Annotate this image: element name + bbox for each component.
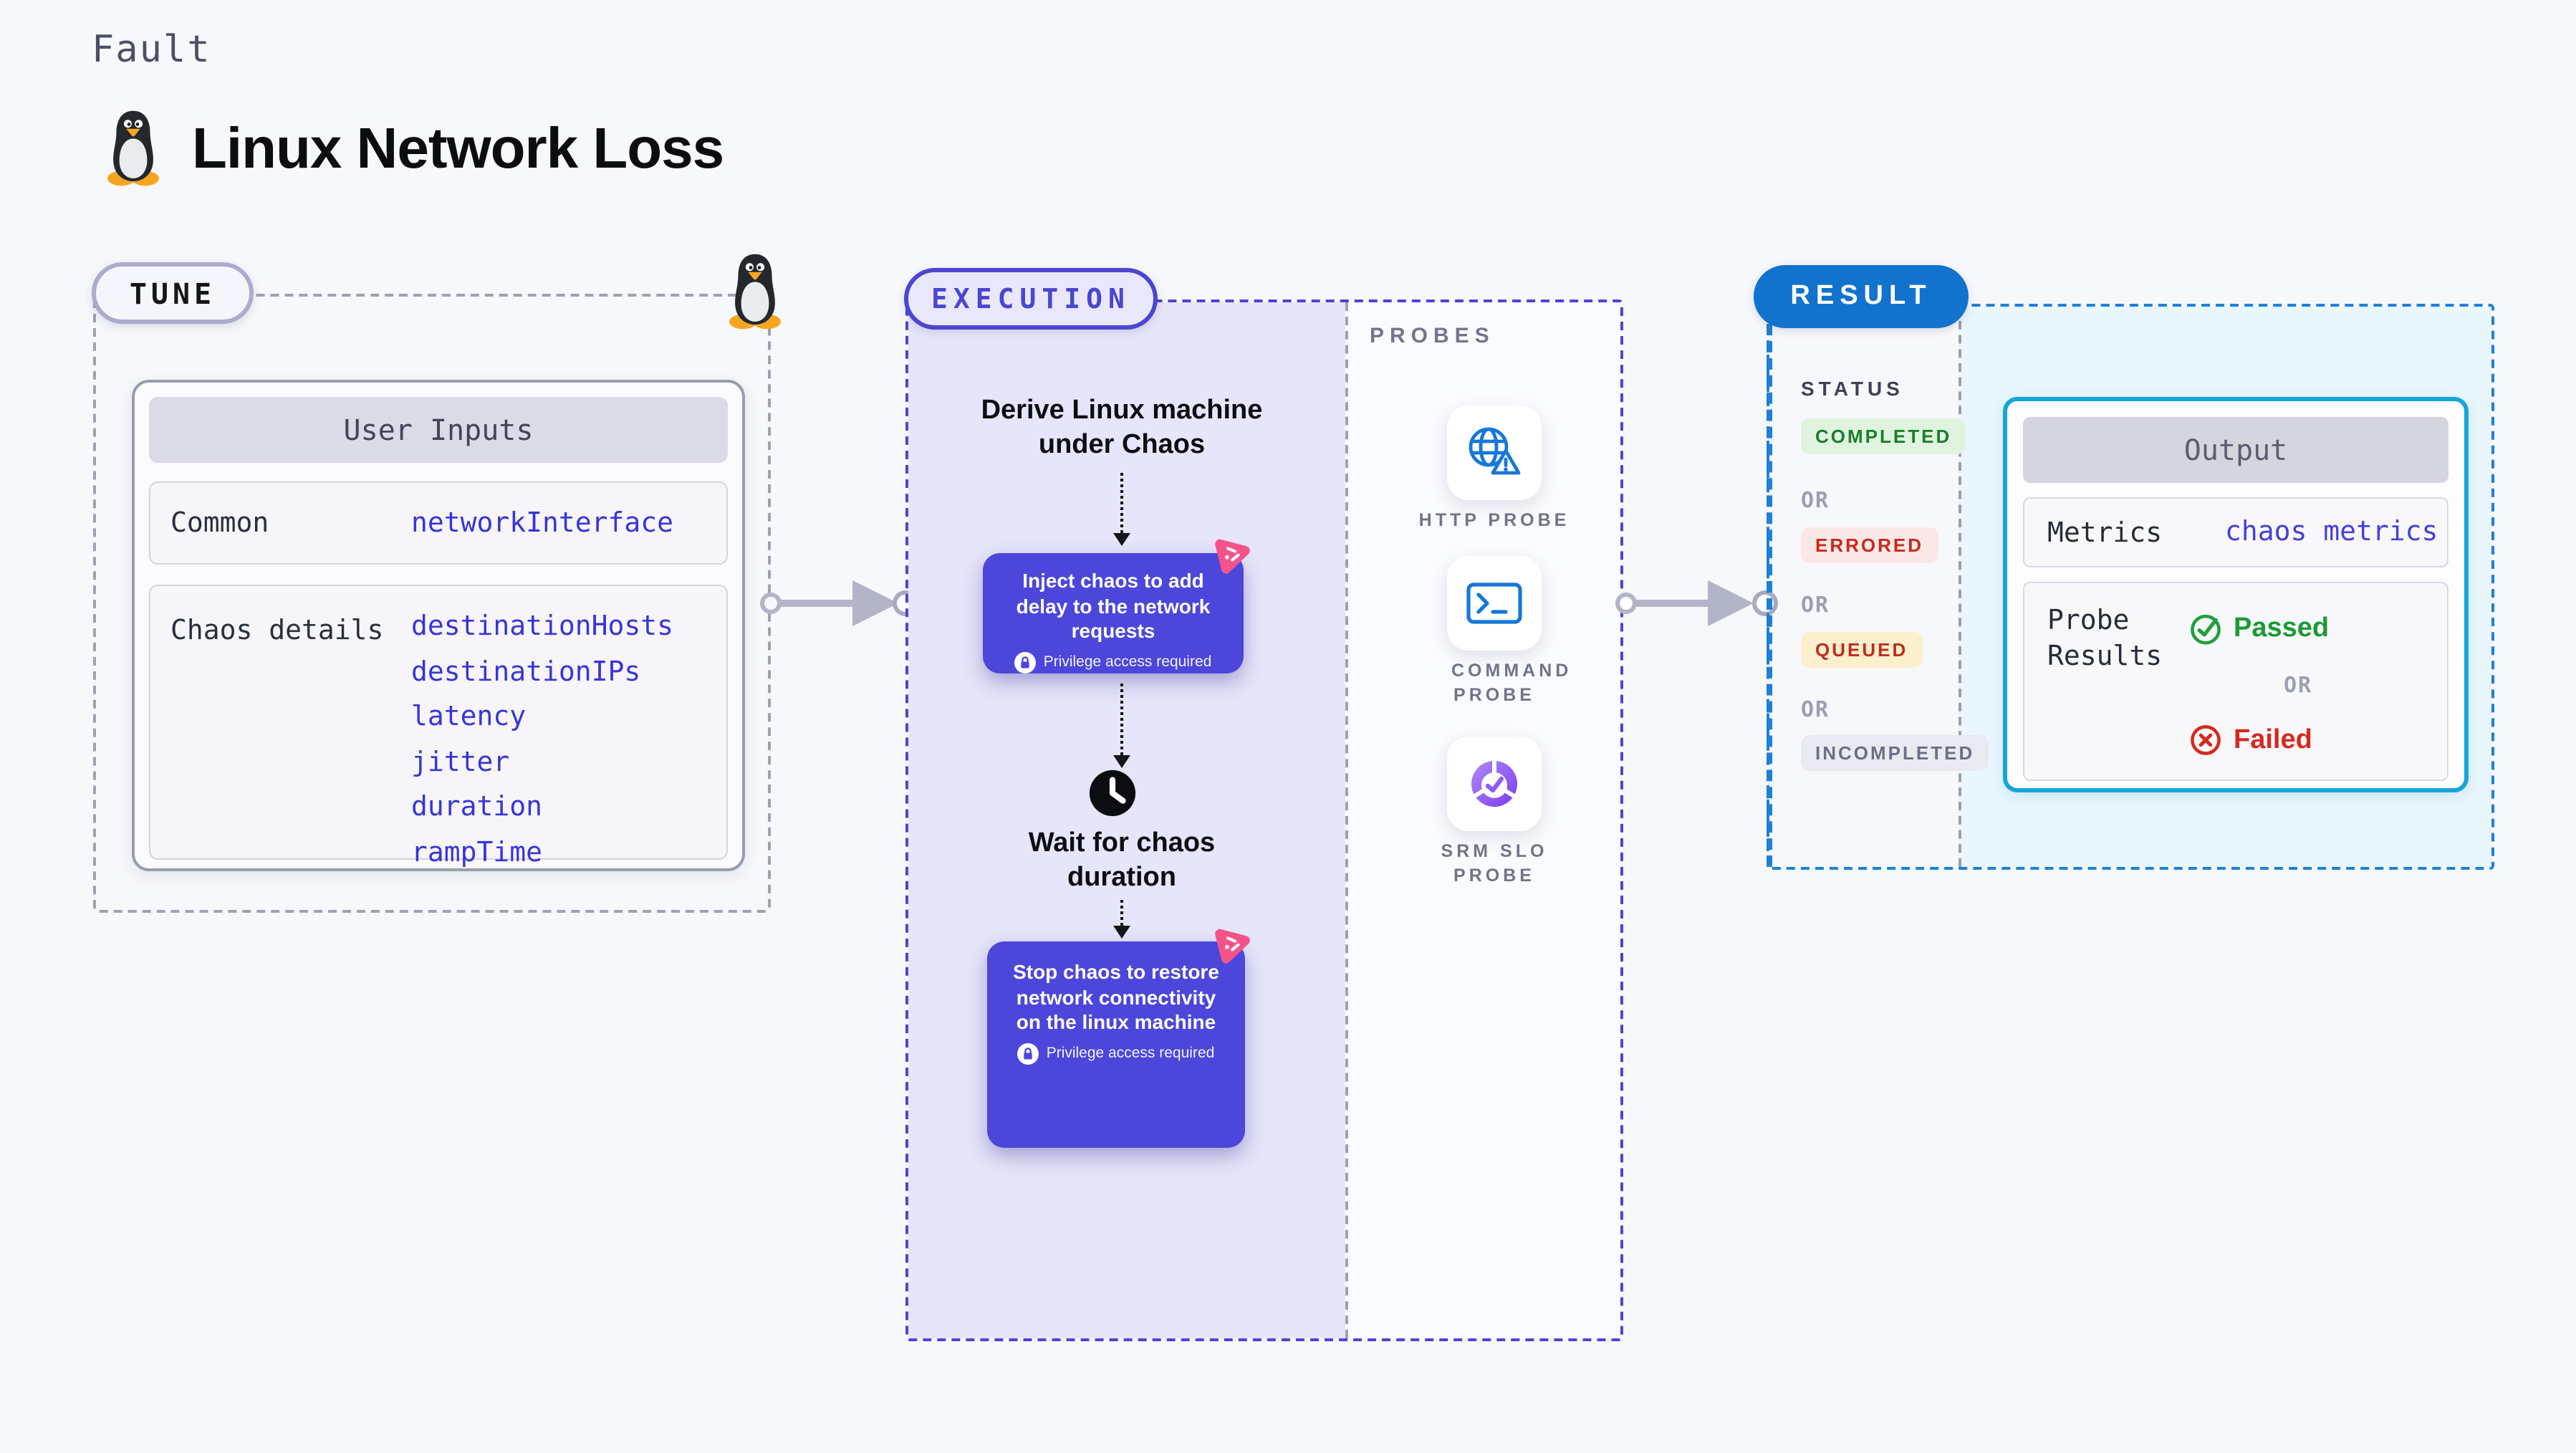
wait-step-text: Wait for chaos duration [1028,828,1216,893]
probe-name: HTTP PROBE [1418,510,1570,530]
inject-chaos-step: Inject chaos to add delay to the network… [983,553,1244,673]
probes-divider [1345,302,1348,1338]
probe-name: SRM SLO PROBE [1441,841,1548,886]
wait-clock-icon [1087,768,1138,818]
slo-donut-check-icon [1463,752,1526,815]
output-header: Output [2023,417,2448,483]
input-field-name: rampTime [411,836,543,868]
http-probe-card [1447,406,1542,500]
arrowhead-icon [1113,755,1130,768]
probe-results-row: Probe Results Passed OR Failed [2023,582,2448,781]
result-divider [1959,307,1961,867]
or-separator: OR [1801,592,1830,618]
input-field-name: destinationHosts [411,610,674,642]
execution-flow-zone [908,302,1345,1338]
or-separator: OR [2284,672,2313,698]
lock-icon [1015,651,1037,673]
lock-icon [1018,1042,1039,1064]
chaos-hog-badge-icon [1208,530,1256,579]
metrics-row: Metrics chaos metrics [2023,497,2448,567]
input-field-name: duration [411,791,543,823]
failed-text: Failed [2234,724,2312,754]
metrics-value: chaos metrics [2225,516,2438,547]
probe-results-label: Probe Results [2047,605,2163,672]
privilege-text: Privilege access required [1046,1045,1215,1062]
or-separator: OR [1801,487,1830,513]
dotted-connector [1120,473,1123,533]
passed-result: Passed [2189,612,2329,645]
page-title: Linux Network Loss [192,118,724,181]
privilege-text: Privilege access required [1043,653,1212,671]
fault-kicker: Fault [92,29,211,72]
passed-text: Passed [2234,613,2330,643]
derive-step-text: Derive Linux machine under Chaos [981,395,1263,460]
linux-tux-icon [722,252,788,330]
stop-chaos-step: Stop chaos to restore network connectivi… [987,941,1245,1148]
status-column-label: STATUS [1801,377,1904,400]
execution-label-pill: EXECUTION [904,268,1158,330]
input-field-list: destinationHosts destinationIPs latency … [411,605,673,876]
srm-slo-probe-card [1447,737,1542,831]
status-badge-queued: QUEUED [1801,632,1923,668]
status-badge-completed: COMPLETED [1801,418,1966,454]
command-probe-card [1447,556,1542,651]
failed-result: Failed [2189,724,2312,757]
probe-name: COMMAND PROBE [1451,661,1572,705]
chaos-details-row: Chaos details destinationHosts destinati… [149,585,728,868]
privilege-row: Privilege access required [987,1042,1245,1064]
globe-alert-icon [1463,421,1526,484]
input-field-name: networkInterface [411,507,674,539]
result-label-pill: RESULT [1754,265,1969,328]
common-inputs-row: Common networkInterface [149,481,728,565]
user-inputs-header: User Inputs [149,397,728,463]
terminal-icon [1463,572,1526,635]
chaos-hog-badge-icon [1208,920,1256,969]
metrics-label: Metrics [2047,517,2163,549]
status-badge-errored: ERRORED [1801,527,1938,563]
flow-arrow-tune-to-execution [760,580,918,626]
dotted-connector [1120,900,1123,926]
step-text: Inject chaos to add delay to the network… [1016,569,1211,642]
arrowhead-icon [1113,926,1130,939]
row-label: Chaos details [170,615,384,646]
check-circle-icon [2189,612,2222,645]
status-badge-incompleted: INCOMPLETED [1801,735,1989,771]
arrowhead-icon [1113,533,1130,546]
or-separator: OR [1801,696,1830,722]
probes-section-label: PROBES [1370,324,1495,348]
input-field-name: jitter [411,746,510,777]
tune-section: User Inputs Common networkInterface Chao… [93,294,771,913]
linux-tux-icon [100,109,166,186]
row-label: Common [170,507,269,539]
x-circle-icon [2189,724,2222,757]
flow-arrow-execution-to-result [1615,580,1778,626]
result-left-border [1767,307,1772,867]
user-inputs-card: User Inputs Common networkInterface Chao… [132,380,745,871]
tune-label-pill: TUNE [92,262,254,324]
input-field-name: latency [411,701,527,732]
dotted-connector [1120,684,1123,755]
privilege-row: Privilege access required [983,651,1244,673]
step-text: Stop chaos to restore network connectivi… [1013,960,1219,1033]
input-field-name: destinationIPs [411,656,641,687]
output-card: Output Metrics chaos metrics Probe Resul… [2003,397,2469,792]
